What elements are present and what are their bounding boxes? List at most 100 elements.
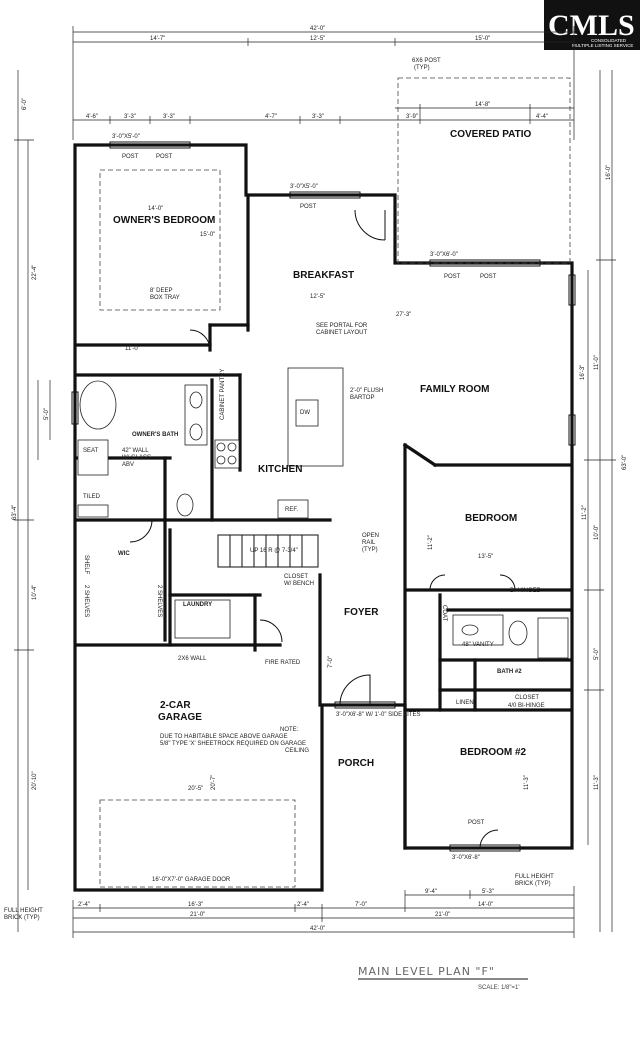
dim-foyer-depth: 7'-0" [328, 656, 334, 668]
dim-owners-depth: 15'-0" [200, 232, 215, 238]
note-full-brick-3: FULL HEIGHT [515, 874, 554, 880]
dim-top-left: 14'-7" [150, 36, 165, 42]
room-kitchen: KITCHEN [258, 464, 302, 475]
dim-row2-c: 3'-3" [163, 114, 175, 120]
window-label-4: 3'-0"X6'-8" [452, 855, 480, 861]
dim-top-mid: 12'-5" [310, 36, 325, 42]
note-post-typ: (TYP) [414, 65, 430, 71]
note-post-2: POST [156, 154, 173, 160]
note-full-brick-4: BRICK (TYP) [515, 881, 551, 887]
top-dimensions: 42'-0" 14'-7" 12'-5" 15'-0" 14'-8" 3'-9"… [72, 26, 575, 140]
room-owners-bath: OWNER'S BATH [132, 432, 178, 438]
note-seat: SEAT [83, 448, 99, 454]
room-bedroom: BEDROOM [465, 513, 517, 524]
window-label-1: 3'-0"X5'-0" [112, 134, 140, 140]
dim-bottom-g: 21'-0" [435, 912, 450, 918]
note-post: 6X6 POST [412, 58, 441, 64]
dim-right-d: 11'-2" [582, 505, 588, 520]
note-closet: CLOSET [515, 695, 539, 701]
interior-walls [75, 195, 572, 850]
note-garage-door: 16'-0"X7'-0" GARAGE DOOR [152, 877, 231, 883]
logo-subtitle-1: CONSOLIDATED [591, 38, 627, 43]
dim-row2-d: 4'-7" [265, 114, 277, 120]
window-label-3: 3'-0"X6'-0" [430, 252, 458, 258]
note-closet-bench: CLOSET [284, 574, 308, 580]
room-wic: WIC [118, 551, 130, 557]
stair-treads [229, 535, 303, 567]
note-side-lites: 3'-0"X6'-8" W/ 1'-0" SIDE LITES [336, 712, 421, 718]
dim-left-a: 6'-0" [22, 98, 28, 110]
dim-bottom-total: 42'-0" [310, 926, 325, 932]
note-stair: UP 16 R @ 7-3/4" [250, 548, 298, 554]
dim-right-f: 11'-3" [594, 775, 600, 790]
note-garage-1: NOTE: [280, 727, 299, 733]
dim-right-b: 11'-0" [594, 355, 600, 370]
note-linen: LINEN [456, 700, 474, 706]
note-garage-3: 5/8" TYPE 'X' SHEETROCK REQUIRED ON GARA… [160, 741, 306, 747]
note-post-5: POST [480, 274, 497, 280]
note-garage-2: DUE TO HABITABLE SPACE ABOVE GARAGE [160, 734, 288, 740]
dim-right-e: 5'-0" [594, 648, 600, 660]
note-post-1: POST [122, 154, 139, 160]
plan-title: MAIN LEVEL PLAN "F" [358, 965, 495, 978]
room-owners-bedroom: OWNER'S BEDROOM [113, 215, 215, 226]
note-vanity: 48" VANITY [462, 642, 494, 648]
dim-bedroom-depth: 11'-2" [428, 535, 434, 550]
room-breakfast: BREAKFAST [293, 270, 354, 281]
room-foyer: FOYER [344, 607, 379, 618]
note-bartop-2: BARTOP [350, 395, 374, 401]
room-bath-2: BATH #2 [497, 669, 522, 675]
dim-left-d: 20'-10" [32, 771, 38, 790]
note-full-brick-2: BRICK (TYP) [4, 915, 40, 921]
fixtures [77, 169, 569, 888]
dim-bottom-i: 5'-3" [482, 889, 494, 895]
dim-bottom-d: 7'-0" [355, 902, 367, 908]
room-covered-patio: COVERED PATIO [450, 129, 532, 140]
note-tray-2: BOX TRAY [150, 295, 180, 301]
note-bartop-1: 2'-0" FLUSH [350, 388, 383, 394]
note-bi-hinged: BI-HINGED [510, 588, 542, 594]
dim-right-a: 16'-0" [606, 165, 612, 180]
window-label-2: 3'-0"X5'-0" [290, 184, 318, 190]
note-open-rail-1: OPEN [362, 533, 379, 539]
dim-bottom-c: 2'-4" [297, 902, 309, 908]
note-dw: DW [300, 410, 310, 416]
note-shelves-left: 2 SHELVES [83, 585, 89, 617]
plan-scale: SCALE: 1/8"=1' [478, 985, 519, 991]
dim-left-e: 5'-0" [44, 408, 50, 420]
note-shelves-right: 2 SHELVES [156, 585, 162, 617]
dim-top-total: 42'-0" [310, 26, 325, 32]
note-glass-wall-2: W/ GLASS [122, 455, 151, 461]
room-bedroom-2: BEDROOM #2 [460, 747, 527, 758]
room-family-room: FAMILY ROOM [420, 384, 489, 395]
bottom-dimensions: 2'-4" 16'-3" 2'-4" 7'-0" 14'-0" 21'-0" 2… [72, 886, 575, 938]
note-post-6: POST [468, 820, 485, 826]
doors [129, 209, 516, 849]
note-cabinet-pantry: CABINET PANTRY [220, 369, 226, 420]
dim-top-right: 15'-0" [475, 36, 490, 42]
logo-mark: CMLS [548, 9, 635, 42]
note-glass-wall-1: 42" WALL [122, 448, 149, 454]
dim-bottom-e: 14'-0" [478, 902, 493, 908]
room-porch: PORCH [338, 758, 374, 769]
note-closet-bihinge: 4/0 BI-HINGE [508, 703, 545, 709]
dim-right-total: 63'-0" [622, 455, 628, 470]
dim-patio-seg-a: 3'-9" [406, 114, 418, 120]
note-ref: REF. [285, 507, 298, 513]
dim-bottom-a: 2'-4" [78, 902, 90, 908]
dim-patio-width: 14'-8" [475, 102, 490, 108]
note-portal-2: CABINET LAYOUT [316, 330, 367, 336]
note-open-rail-3: (TYP) [362, 547, 378, 553]
room-laundry: LAUNDRY [183, 602, 212, 608]
note-post-4: POST [444, 274, 461, 280]
note-open-rail-2: RAIL [362, 540, 376, 546]
dim-right-c: 10'-0" [594, 525, 600, 540]
dim-bed2-width: 11'-3" [524, 775, 530, 790]
dim-bottom-h: 9'-4" [425, 889, 437, 895]
note-coat: COAT [441, 605, 447, 622]
dim-family-depth: 16'-3" [580, 365, 586, 380]
note-fire-rated: FIRE RATED [265, 660, 301, 666]
dim-left-c: 10'-4" [32, 585, 38, 600]
room-garage-line1: 2-CAR [160, 700, 191, 711]
